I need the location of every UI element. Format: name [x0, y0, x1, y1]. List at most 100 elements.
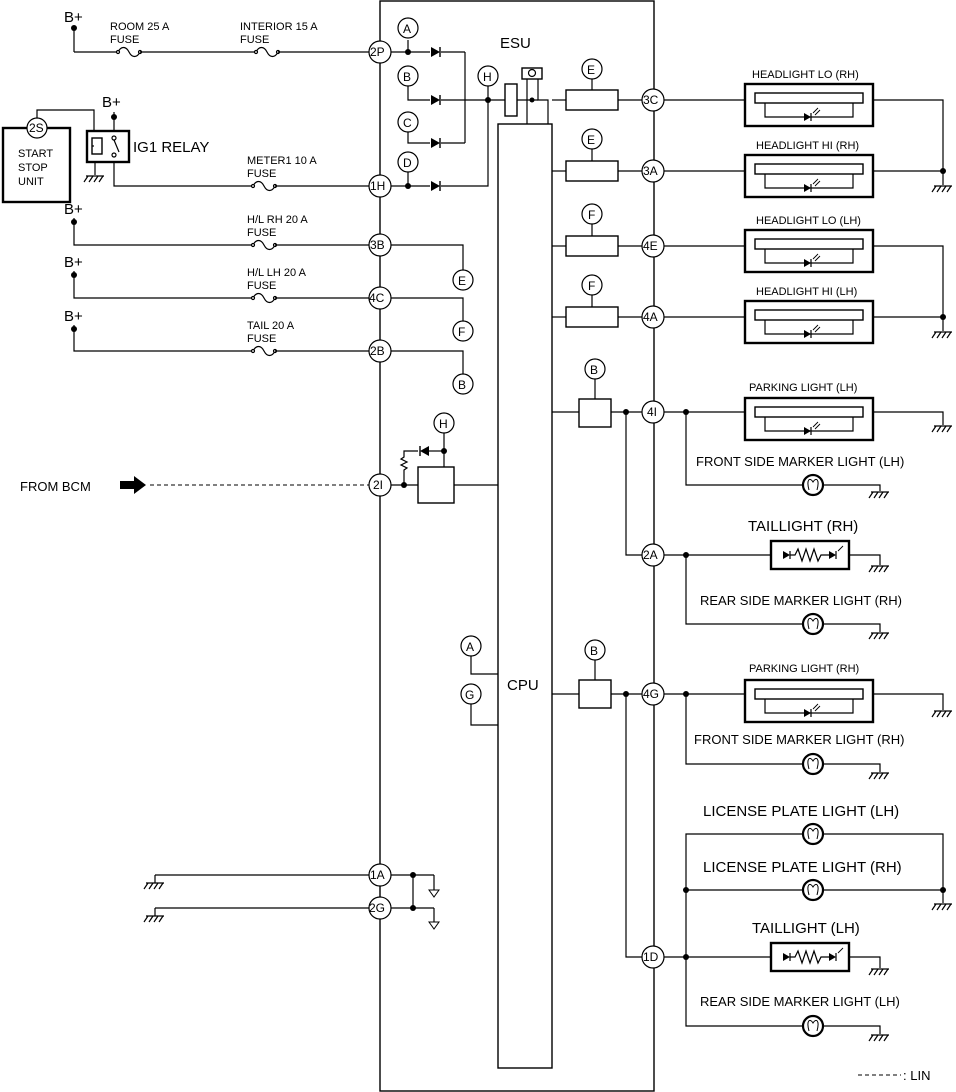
- hl-lo-rh-driver: [565, 89, 619, 111]
- ref-H-2: H: [433, 412, 455, 434]
- svg-text:F: F: [588, 208, 595, 222]
- svg-text:B: B: [590, 644, 598, 658]
- bulb-icon: [801, 752, 825, 776]
- ref-A-2: A: [460, 635, 482, 657]
- bulb-icon: [801, 878, 825, 902]
- svg-text:2P: 2P: [370, 45, 385, 59]
- connector-4E: 4E: [641, 234, 665, 258]
- taillight-rh-label: TAILLIGHT (RH): [748, 518, 858, 535]
- svg-text:G: G: [465, 688, 474, 702]
- svg-text:3C: 3C: [643, 93, 659, 107]
- taillight-lh-lamp: [769, 941, 851, 973]
- ref-B-1: B: [397, 65, 419, 87]
- connector-1A: 1A: [368, 863, 392, 887]
- headlight-lo-rh-label: HEADLIGHT LO (RH): [752, 69, 859, 81]
- svg-text:E: E: [458, 274, 466, 288]
- parking-light-rh-lamp: [743, 678, 875, 724]
- svg-text:1A: 1A: [370, 868, 385, 882]
- svg-text:B: B: [458, 378, 466, 392]
- svg-text:F: F: [588, 279, 595, 293]
- svg-text:2I: 2I: [373, 478, 383, 492]
- headlight-lo-lh-label: HEADLIGHT LO (LH): [756, 215, 861, 227]
- bplus-label-2: B+: [64, 201, 83, 218]
- parking-light-rh-label: PARKING LIGHT (RH): [749, 663, 859, 675]
- headlight-hi-rh-label: HEADLIGHT HI (RH): [756, 140, 859, 152]
- ground-icon: [868, 632, 890, 640]
- ref-E-3: E: [581, 128, 603, 150]
- ground-icon: [83, 175, 105, 183]
- svg-text:B: B: [403, 70, 411, 84]
- ground-icon: [931, 185, 953, 193]
- ssu-label-1: START: [18, 148, 53, 160]
- ssu-label-3: UNIT: [18, 176, 44, 188]
- svg-text:4I: 4I: [647, 405, 657, 419]
- cpu-label: CPU: [507, 677, 539, 694]
- svg-text:H: H: [439, 417, 448, 431]
- svg-text:A: A: [403, 22, 411, 36]
- connector-1D: 1D: [641, 945, 665, 969]
- svg-text:B: B: [590, 363, 598, 377]
- svg-text:A: A: [466, 640, 474, 654]
- front-side-marker-lh-label: FRONT SIDE MARKER LIGHT (LH): [696, 454, 904, 469]
- connector-2G: 2G: [368, 896, 392, 920]
- tail-fuse-label: TAIL 20 A: [247, 320, 295, 332]
- svg-text:C: C: [403, 116, 412, 130]
- meter-fuse-label-2: FUSE: [247, 168, 276, 180]
- svg-text:2B: 2B: [370, 344, 385, 358]
- ground-icon: [931, 425, 953, 433]
- ground-icon: [143, 882, 165, 890]
- interior-fuse-label-2: FUSE: [240, 34, 269, 46]
- ref-B-2: B: [452, 373, 474, 395]
- ground-icon: [868, 565, 890, 573]
- rear-side-marker-lh-label: REAR SIDE MARKER LIGHT (LH): [700, 994, 900, 1009]
- connector-3A: 3A: [641, 159, 665, 183]
- parking-light-lh-label: PARKING LIGHT (LH): [749, 382, 857, 394]
- lin-transceiver-block: [417, 466, 455, 504]
- hl-lh-fuse-label-2: FUSE: [247, 280, 276, 292]
- ref-D: D: [397, 151, 419, 173]
- svg-text:3B: 3B: [370, 238, 385, 252]
- hl-lo-lh-driver: [565, 235, 619, 257]
- svg-text:E: E: [587, 63, 595, 77]
- connector-1H: 1H: [368, 174, 392, 198]
- cpu-block: [497, 123, 553, 1069]
- taillight-lh-label: TAILLIGHT (LH): [752, 920, 860, 937]
- ground-icon: [868, 968, 890, 976]
- front-side-marker-rh-label: FRONT SIDE MARKER LIGHT (RH): [694, 732, 904, 747]
- connector-4A: 4A: [641, 305, 665, 329]
- signal-ground-icon: [428, 889, 440, 898]
- hl-hi-rh-driver: [565, 160, 619, 182]
- connector-3C: 3C: [641, 88, 665, 112]
- meter-fuse-icon: [250, 180, 278, 192]
- hl-lh-fuse-icon: [250, 292, 278, 304]
- interior-fuse-icon: [253, 46, 281, 58]
- connector-4C: 4C: [368, 286, 392, 310]
- license-plate-lh-label: LICENSE PLATE LIGHT (LH): [703, 803, 899, 820]
- svg-text:4A: 4A: [643, 310, 658, 324]
- ref-E-1: E: [452, 269, 474, 291]
- ref-F-1: F: [452, 320, 474, 342]
- headlight-hi-lh-label: HEADLIGHT HI (LH): [756, 286, 857, 298]
- headlight-hi-rh-lamp: [743, 153, 875, 199]
- svg-text:4G: 4G: [643, 687, 659, 701]
- bplus-label-4: B+: [64, 308, 83, 325]
- signal-ground-icon: [428, 921, 440, 930]
- svg-text:4E: 4E: [643, 239, 658, 253]
- tail-fuse-label-2: FUSE: [247, 333, 276, 345]
- hl-rh-fuse-label-2: FUSE: [247, 227, 276, 239]
- ref-B-3: B: [584, 358, 606, 380]
- svg-text:2A: 2A: [643, 548, 658, 562]
- parking-rh-driver: [578, 679, 612, 709]
- bulb-icon: [801, 1014, 825, 1038]
- connector-2P: 2P: [368, 40, 392, 64]
- ground-icon: [931, 710, 953, 718]
- ground-icon: [868, 491, 890, 499]
- svg-text:4C: 4C: [369, 291, 385, 305]
- svg-text:2G: 2G: [369, 901, 385, 915]
- room-fuse-icon: [115, 46, 143, 58]
- connector-4I: 4I: [641, 400, 665, 424]
- bplus-label-3: B+: [64, 254, 83, 271]
- ref-A-1: A: [397, 17, 419, 39]
- arrow-right-icon: [120, 476, 146, 494]
- svg-text:1D: 1D: [643, 950, 659, 964]
